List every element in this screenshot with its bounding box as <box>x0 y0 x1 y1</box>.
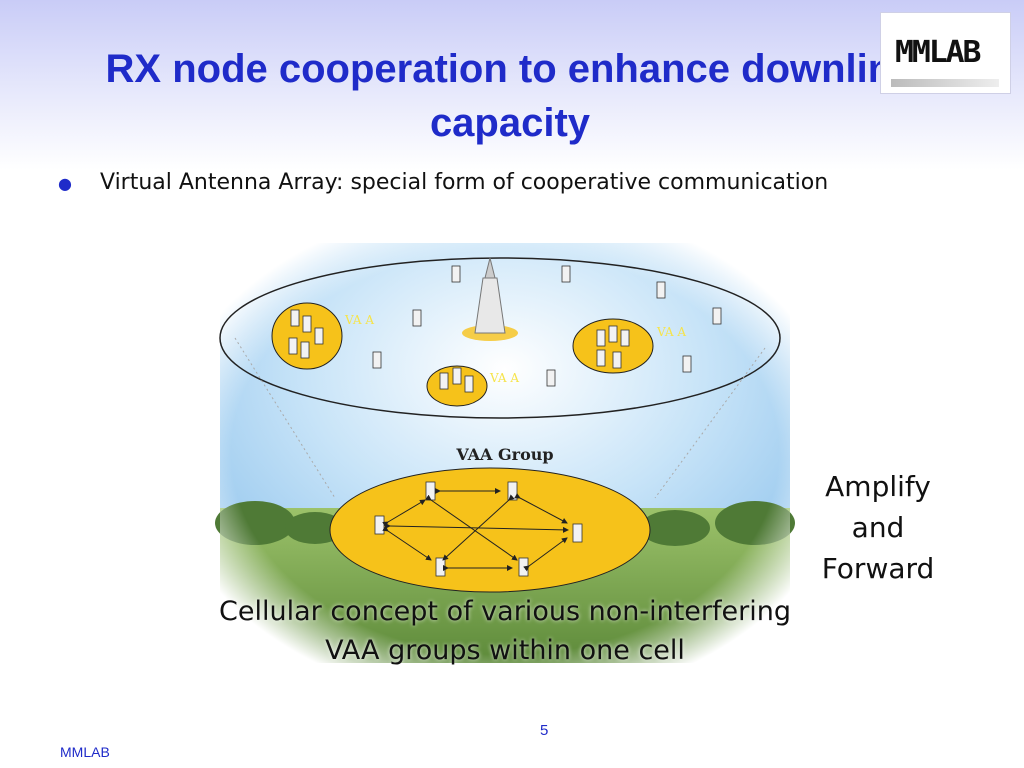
page-number: 5 <box>540 722 549 739</box>
vaa-cluster-3 <box>572 318 654 374</box>
figure-caption: Cellular concept of various non-interfer… <box>195 592 815 670</box>
base-station-icon <box>462 257 518 341</box>
side-note-line-3: Forward <box>821 552 935 585</box>
vaa-cluster-1 <box>271 302 343 370</box>
vaa-label-3: VA A <box>656 325 686 339</box>
mobile-phone-icons <box>288 265 722 393</box>
bullet-dot-icon: ● <box>58 174 72 193</box>
bullet-text: Virtual Antenna Array: special form of c… <box>100 170 829 195</box>
vaa-label-2: VA A <box>489 371 519 385</box>
side-note-line-1: Amplify <box>825 470 931 503</box>
slide-title: RX node cooperation to enhance downlink … <box>105 47 915 145</box>
logo-text: MMLAB <box>894 35 981 70</box>
vaa-group-label: VAA Group <box>455 445 553 464</box>
footer-label: MMLAB <box>60 744 110 760</box>
vaa-figure: VA A VA A VA A VAA Group <box>215 243 795 663</box>
cell-ellipse <box>219 257 781 419</box>
mmlab-logo: MMLAB <box>880 12 1011 94</box>
vaa-label-1: VA A <box>344 313 374 327</box>
side-note: Amplify and Forward <box>808 466 948 589</box>
caption-line-2: VAA groups within one cell <box>325 635 685 666</box>
cooperation-arrows <box>382 488 569 572</box>
logo-shadow <box>891 79 999 87</box>
caption-line-1: Cellular concept of various non-interfer… <box>219 596 791 627</box>
projection-lines <box>234 337 766 499</box>
side-note-line-2: and <box>851 511 905 544</box>
